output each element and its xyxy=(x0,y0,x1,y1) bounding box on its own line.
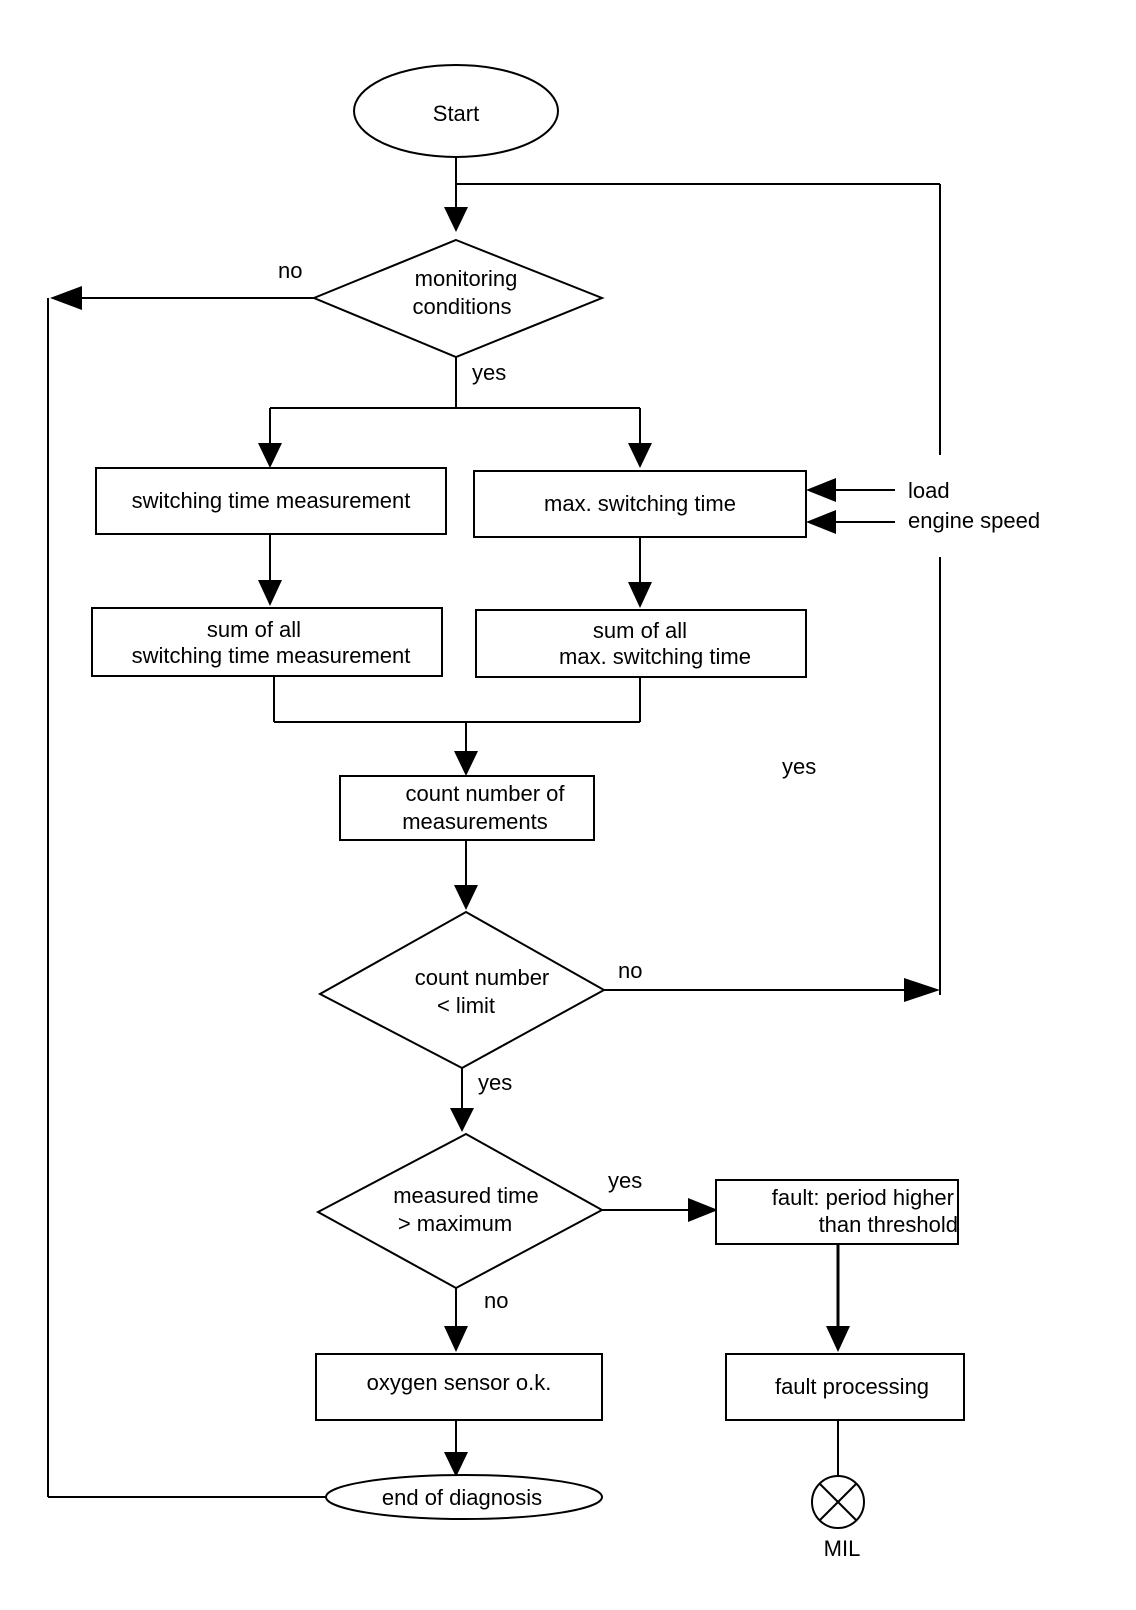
arrowhead-load xyxy=(806,478,836,502)
end-label: end of diagnosis xyxy=(382,1485,542,1510)
fault-processing-label: fault processing xyxy=(775,1374,929,1399)
arrowhead-max-switching xyxy=(628,443,652,468)
count-limit-label-line1: count number xyxy=(415,965,550,990)
count-measurements-label-line1: count number of xyxy=(406,781,566,806)
oxygen-sensor-ok-box: oxygen sensor o.k. xyxy=(315,1353,603,1421)
arrowhead-count-limit xyxy=(454,885,478,910)
arrowhead-sensor-ok xyxy=(444,1326,468,1352)
count-limit-label-line2: < limit xyxy=(437,993,495,1018)
count-limit-diamond xyxy=(317,910,607,1070)
arrowhead-fault-processing xyxy=(826,1326,850,1352)
max-switching-rect xyxy=(473,470,807,538)
measured-yes-label: yes xyxy=(608,1168,642,1193)
sum-switching-label-line1: sum of all xyxy=(207,617,301,642)
sum-switching-rect xyxy=(91,607,443,677)
loop-yes-label: yes xyxy=(782,754,816,779)
monitoring-no-label: no xyxy=(278,258,302,283)
fault-processing-box: fault processing xyxy=(725,1353,965,1421)
start-oval xyxy=(353,64,559,158)
switching-time-measurement-box: switching time measurement xyxy=(95,467,447,535)
count-measurements-box: count number of measurements xyxy=(339,775,595,841)
arrowhead-sum-max xyxy=(628,582,652,608)
engine-speed-label: engine speed xyxy=(908,508,1040,533)
monitoring-yes-label: yes xyxy=(472,360,506,385)
max-switching-time-box: max. switching time xyxy=(473,470,807,538)
sum-max-switching-time-box: sum of all max. switching time xyxy=(475,609,807,678)
measured-no-label: no xyxy=(484,1288,508,1313)
count-yes-label: yes xyxy=(478,1070,512,1095)
sum-max-label-line2: max. switching time xyxy=(559,644,751,669)
count-measurements-label-line2: measurements xyxy=(402,809,548,834)
arrowhead-engine-speed xyxy=(806,510,836,534)
max-switching-label: max. switching time xyxy=(544,491,736,516)
mil-label: MIL xyxy=(824,1536,861,1561)
mil-lamp-icon xyxy=(811,1475,865,1529)
fault-processing-rect xyxy=(725,1353,965,1421)
arrowhead-end xyxy=(444,1452,468,1477)
count-no-label: no xyxy=(618,958,642,983)
monitoring-label-line1: monitoring xyxy=(415,266,518,291)
arrowhead-measured xyxy=(450,1108,474,1132)
arrowhead-left-return xyxy=(50,286,82,310)
mil-cross-line-2 xyxy=(819,1483,857,1521)
monitoring-diamond xyxy=(311,238,605,359)
arrowhead-switching-measurement xyxy=(258,443,282,468)
switching-measurement-rect xyxy=(95,467,447,535)
load-label: load xyxy=(908,478,950,503)
sum-switching-time-box: sum of all switching time measurement xyxy=(91,607,443,677)
measured-label-line2: > maximum xyxy=(398,1211,512,1236)
count-measurements-rect xyxy=(339,775,595,841)
monitoring-conditions-decision: monitoring conditions xyxy=(311,238,605,359)
fault-threshold-box: fault: period higher than threshold xyxy=(715,1179,959,1245)
monitoring-label-line2: conditions xyxy=(412,294,511,319)
start-label: Start xyxy=(433,101,479,126)
start-node: Start xyxy=(353,64,559,158)
sensor-ok-rect xyxy=(315,1353,603,1421)
measured-time-decision: measured time > maximum xyxy=(315,1132,605,1290)
arrowhead-count-no xyxy=(904,978,940,1002)
arrowhead-fault xyxy=(688,1198,718,1222)
sum-switching-label-line2: switching time measurement xyxy=(132,643,411,668)
end-node: end of diagnosis xyxy=(325,1474,603,1520)
fault-label-line2: than threshold xyxy=(819,1212,958,1237)
end-oval xyxy=(325,1474,603,1520)
fault-rect xyxy=(715,1179,959,1245)
sum-max-label-line1: sum of all xyxy=(593,618,687,643)
count-limit-decision: count number < limit xyxy=(317,910,607,1070)
sum-max-rect xyxy=(475,609,807,678)
sensor-ok-label: oxygen sensor o.k. xyxy=(367,1370,552,1395)
arrowhead-count-measurements xyxy=(454,751,478,776)
arrowhead-sum-switching xyxy=(258,580,282,606)
switching-measurement-label: switching time measurement xyxy=(132,488,411,513)
fault-label-line1: fault: period higher xyxy=(772,1185,954,1210)
arrowhead-monitoring xyxy=(444,207,468,232)
measured-label-line1: measured time xyxy=(393,1183,539,1208)
measured-diamond xyxy=(315,1132,605,1290)
